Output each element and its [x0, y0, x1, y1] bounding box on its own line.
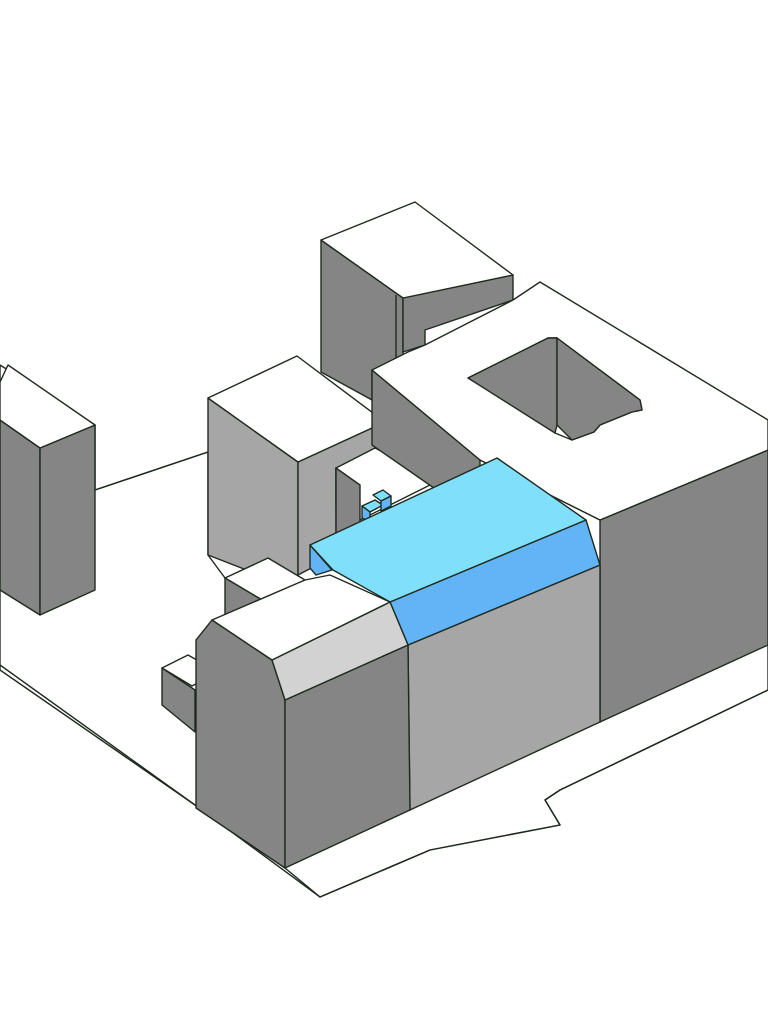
block-south-front: [195, 574, 411, 869]
courtyard-wall: [556, 337, 643, 441]
block-north-tower: [320, 201, 514, 401]
ground-edge: [94, 451, 209, 491]
block-highlighted: [309, 457, 601, 811]
highlight-roof: [309, 457, 587, 603]
building-wall: [161, 667, 196, 733]
building-roof: [0, 364, 96, 449]
building-wall: [39, 424, 96, 616]
block-west-tower: [0, 364, 96, 616]
rooftop-unit: [380, 495, 392, 512]
building-wall: [0, 419, 41, 616]
building-roof: [320, 201, 514, 299]
building-roof: [211, 574, 391, 661]
